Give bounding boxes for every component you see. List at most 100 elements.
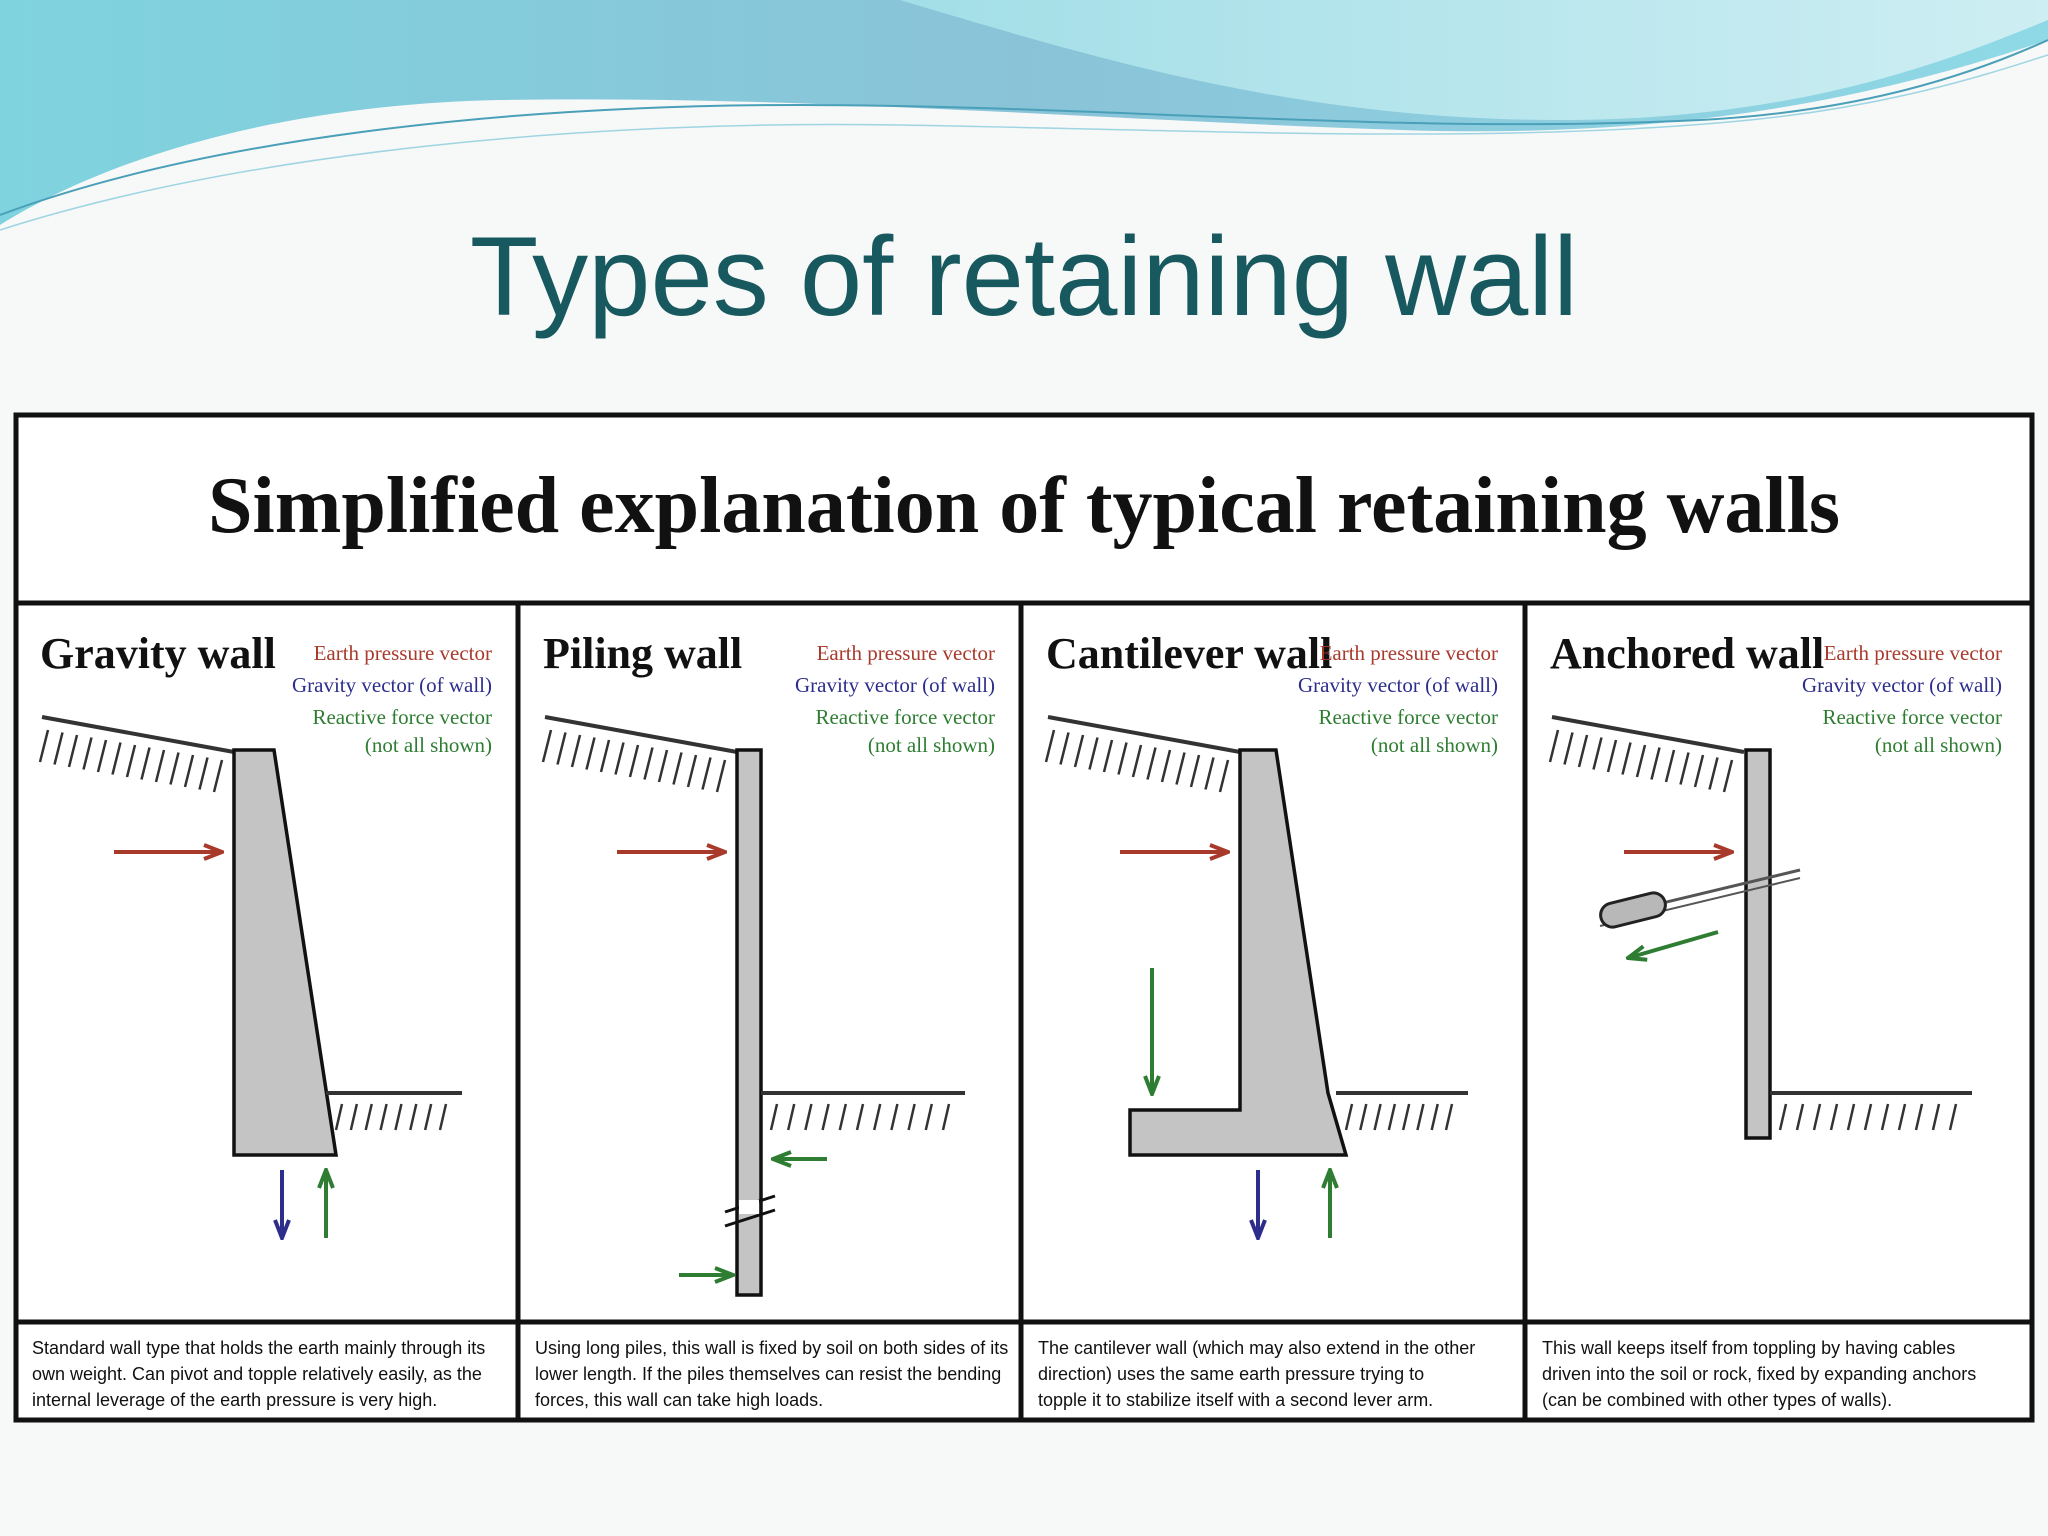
panel-gravity-wall: Gravity wall Earth pressure vectorGravity…: [32, 629, 492, 1410]
legend-earth-pressure: Earth pressure vector: [817, 641, 995, 665]
soil-hatch: [1117, 742, 1128, 775]
soil-hatch: [1430, 1103, 1439, 1131]
soil-hatch: [1722, 759, 1734, 793]
soil-hatch: [1948, 1103, 1958, 1131]
soil-hatch: [924, 1103, 934, 1131]
legend-reactive: Reactive force vector: [312, 705, 492, 729]
soil-hatch: [1416, 1103, 1425, 1131]
soil-hatch: [657, 749, 669, 783]
panel-caption-line: The cantilever wall (which may also exte…: [1038, 1338, 1475, 1358]
panel-caption-line: (can be combined with other types of wal…: [1542, 1390, 1892, 1410]
soil-hatch: [804, 1103, 813, 1131]
soil-hatch: [1204, 757, 1215, 790]
soil-hatch: [1444, 1103, 1454, 1131]
retained-ground-line: [1047, 715, 1241, 754]
panel-caption-line: own weight. Can pivot and topple relativ…: [32, 1364, 482, 1384]
soil-hatch: [1880, 1103, 1890, 1131]
soil-hatch: [672, 752, 683, 785]
soil-hatch: [1795, 1103, 1805, 1131]
soil-hatch: [1577, 734, 1589, 768]
soil-hatch: [1863, 1103, 1873, 1131]
soil-hatch: [1812, 1103, 1822, 1131]
soil-hatch: [183, 754, 195, 788]
legend-note: (not all shown): [1875, 733, 2002, 757]
soil-hatch: [1592, 737, 1603, 770]
soil-hatch: [379, 1103, 388, 1131]
soil-hatch: [1387, 1103, 1397, 1131]
soil-hatch: [1621, 742, 1632, 775]
soil-hatch: [1829, 1103, 1839, 1131]
soil-hatch: [628, 744, 640, 778]
soil-hatch: [154, 749, 166, 783]
legend-note: (not all shown): [1371, 733, 1498, 757]
legend-gravity: Gravity vector (of wall): [1802, 673, 2002, 697]
soil-hatch: [907, 1103, 916, 1131]
reactive-force-arrow: [1628, 930, 1719, 958]
panel-title: Cantilever wall: [1046, 629, 1332, 678]
soil-hatch: [169, 752, 180, 785]
soil-hatch: [438, 1103, 448, 1131]
soil-hatch: [212, 759, 224, 793]
soil-hatch: [1563, 732, 1574, 765]
soil-hatch: [1160, 749, 1172, 783]
soil-hatch: [1693, 754, 1705, 788]
soil-hatch: [1175, 752, 1186, 785]
soil-hatch: [198, 757, 209, 790]
soil-hatch: [1359, 1103, 1368, 1131]
soil-hatch: [423, 1103, 433, 1131]
soil-hatch: [409, 1103, 418, 1131]
legend-note: (not all shown): [868, 733, 995, 757]
soil-hatch: [82, 737, 93, 770]
panel-caption-line: topple it to stabilize itself with a sec…: [1038, 1390, 1433, 1410]
soil-hatch: [1044, 729, 1056, 763]
anchored-wall-body: [1744, 748, 1772, 1140]
soil-hatch: [821, 1103, 830, 1131]
soil-hatch: [1897, 1103, 1907, 1131]
panel-caption-line: This wall keeps itself from toppling by …: [1542, 1338, 1955, 1358]
soil-hatch: [1931, 1103, 1941, 1131]
soil-hatch: [1708, 757, 1719, 790]
soil-hatch: [1679, 752, 1690, 785]
soil-hatch: [1664, 749, 1676, 783]
legend-earth-pressure: Earth pressure vector: [314, 641, 492, 665]
soil-hatch: [941, 1103, 951, 1131]
panel-caption-line: Using long piles, this wall is fixed by …: [535, 1338, 1008, 1358]
soil-hatch: [1073, 734, 1085, 768]
soil-hatch: [614, 742, 625, 775]
soil-hatch: [1059, 732, 1070, 765]
soil-hatch: [349, 1103, 359, 1131]
legend-note: (not all shown): [365, 733, 492, 757]
soil-hatch: [715, 759, 727, 793]
soil-hatch: [1102, 739, 1114, 773]
legend-gravity: Gravity vector (of wall): [292, 673, 492, 697]
figure-heading: Simplified explanation of typical retain…: [208, 462, 1840, 550]
soil-hatch: [67, 734, 79, 768]
panel-caption-line: direction) uses the same earth pressure …: [1038, 1364, 1424, 1384]
panel-title: Anchored wall: [1550, 629, 1824, 678]
retained-ground-line: [1551, 715, 1745, 754]
soil-hatch: [1914, 1103, 1924, 1131]
panel-title: Gravity wall: [40, 629, 276, 678]
gravity-wall-body: [232, 748, 339, 1157]
pile-break-gap: [739, 1200, 759, 1214]
soil-hatch: [838, 1103, 848, 1131]
panel-title: Piling wall: [543, 629, 742, 678]
soil-hatch: [1088, 737, 1099, 770]
soil-hatch: [643, 747, 654, 780]
soil-hatch: [701, 757, 712, 790]
soil-hatch: [334, 1103, 344, 1131]
soil-hatch: [1189, 754, 1201, 788]
soil-hatch: [1635, 744, 1647, 778]
panel-caption-line: internal leverage of the earth pressure …: [32, 1390, 437, 1410]
panel-caption-line: driven into the soil or rock, fixed by e…: [1542, 1364, 1976, 1384]
retained-ground-line: [41, 715, 235, 754]
slide-title: Types of retaining wall: [469, 214, 1579, 339]
soil-hatch: [1846, 1103, 1856, 1131]
legend-gravity: Gravity vector (of wall): [795, 673, 995, 697]
soil-hatch: [1373, 1103, 1382, 1131]
soil-hatch: [1401, 1103, 1411, 1131]
